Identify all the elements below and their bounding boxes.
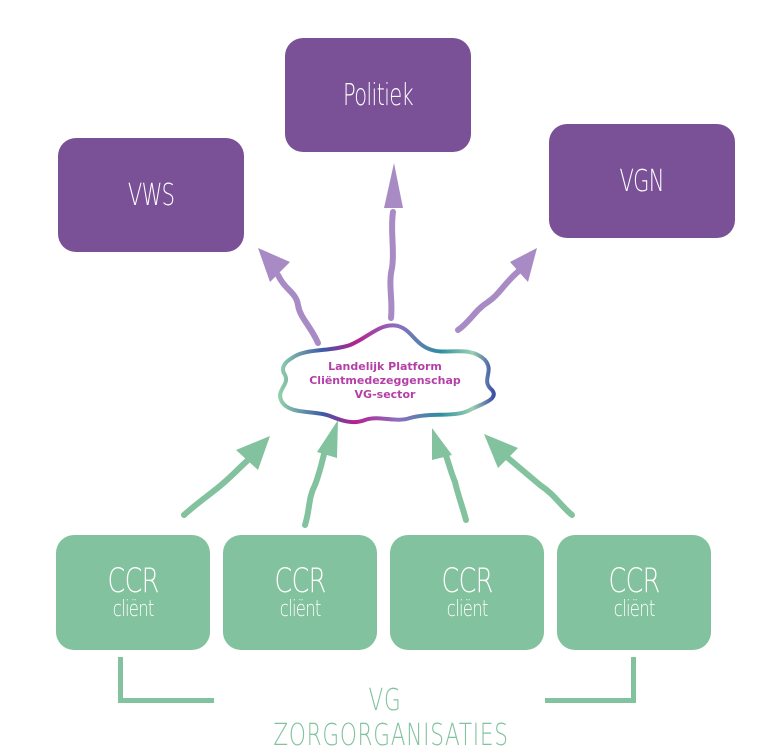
node-ccr-3-subtitle: cliënt [446, 596, 489, 622]
edge-ccr3-to-center [441, 447, 469, 523]
arrowhead-vws [258, 248, 290, 282]
node-politiek-label: Politiek [342, 77, 414, 113]
group-bracket-right-horizontal [545, 698, 636, 703]
edge-ccr4-to-center [505, 455, 575, 518]
node-vgn[interactable]: VGN [549, 124, 735, 238]
arrowhead-ccr1 [236, 436, 270, 470]
node-vws-label: VWS [127, 177, 175, 213]
center-node-line-1: Landelijk Platform [328, 360, 442, 373]
node-vgn-label: VGN [619, 163, 665, 199]
node-ccr-1-title: CCR [107, 560, 159, 601]
edge-center-to-vgn [455, 267, 523, 333]
node-ccr-1[interactable]: CCR cliënt [56, 535, 210, 650]
group-label: VG ZORGORGANISATIES [273, 683, 509, 753]
node-ccr-3-title: CCR [441, 560, 493, 601]
arrowhead-politiek [384, 163, 403, 208]
node-ccr-4-title: CCR [608, 560, 660, 601]
center-node-platform[interactable]: Landelijk Platform Cliëntmedezeggenschap… [300, 360, 470, 402]
group-bracket-left-vertical [118, 657, 123, 703]
node-politiek[interactable]: Politiek [285, 38, 471, 152]
edge-ccr2-to-center [302, 447, 328, 528]
center-node-line-2: Cliëntmedezeggenschap [309, 374, 461, 387]
edge-ccr1-to-center [181, 457, 251, 518]
edge-center-to-politiek [387, 209, 396, 321]
arrowhead-vgn [510, 248, 537, 282]
edge-center-to-vws [275, 272, 321, 346]
node-ccr-1-subtitle: cliënt [112, 596, 155, 622]
node-ccr-4[interactable]: CCR cliënt [557, 535, 711, 650]
node-ccr-2-subtitle: cliënt [279, 596, 322, 622]
arrowhead-ccr2 [317, 420, 338, 458]
group-bracket-right-vertical [631, 657, 636, 703]
node-vws[interactable]: VWS [58, 138, 244, 252]
center-cloud-outline [278, 323, 496, 425]
arrowhead-ccr3 [432, 428, 452, 460]
node-ccr-2-title: CCR [274, 560, 326, 601]
node-ccr-2[interactable]: CCR cliënt [223, 535, 377, 650]
node-ccr-4-subtitle: cliënt [613, 596, 656, 622]
group-bracket-left-horizontal [118, 698, 214, 703]
center-node-line-3: VG-sector [354, 388, 416, 401]
arrowhead-ccr4 [484, 434, 518, 468]
node-ccr-3[interactable]: CCR cliënt [390, 535, 544, 650]
